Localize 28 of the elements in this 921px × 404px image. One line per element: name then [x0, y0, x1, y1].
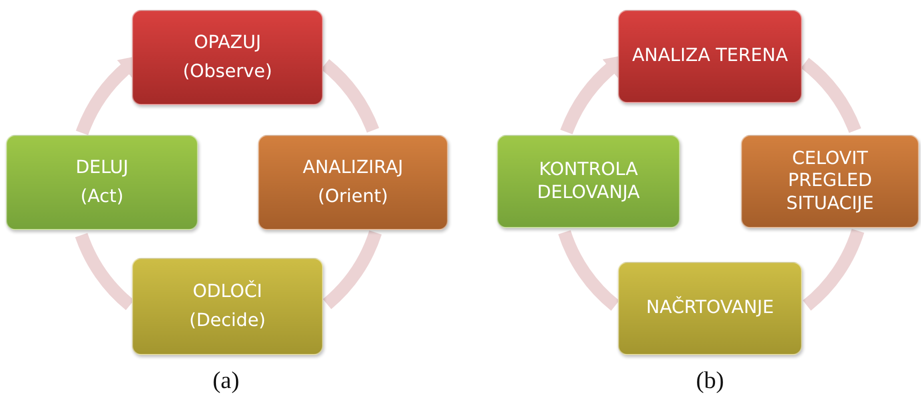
box-text: ANALIZIRAJ [302, 157, 404, 180]
box-text: ODLOČI [192, 281, 262, 304]
box-text: (Decide) [189, 310, 266, 332]
process-box [618, 10, 802, 103]
process-box [132, 258, 323, 355]
panel-caption: (b) [695, 368, 725, 395]
cycle-arc [322, 230, 382, 309]
box-text: ANALIZA TERENA [632, 45, 788, 68]
box-text: (Observe) [182, 60, 272, 83]
cycle-arc [558, 230, 620, 310]
box-text: (Act) [80, 186, 124, 208]
cycle-arc [75, 232, 134, 310]
cycle-arc [802, 228, 864, 310]
process-box [258, 135, 448, 230]
process-box [6, 135, 198, 230]
box-text: NAČRTOVANJE [646, 297, 774, 320]
box-text: DELUJ [76, 157, 128, 180]
box-text: KONTROLA DELOVANJA [536, 159, 641, 204]
process-box [741, 135, 919, 228]
process-box [618, 262, 802, 355]
process-box [497, 135, 680, 228]
cycle-arc [320, 59, 379, 133]
panel-caption: (a) [212, 368, 240, 395]
box-text: (Orient) [318, 186, 388, 208]
process-box [132, 10, 323, 105]
box-text: CELOVIT PREGLED SITUACIJE [785, 148, 875, 216]
box-text: OPAZUJ [194, 32, 261, 54]
cycle-arc [800, 58, 862, 134]
